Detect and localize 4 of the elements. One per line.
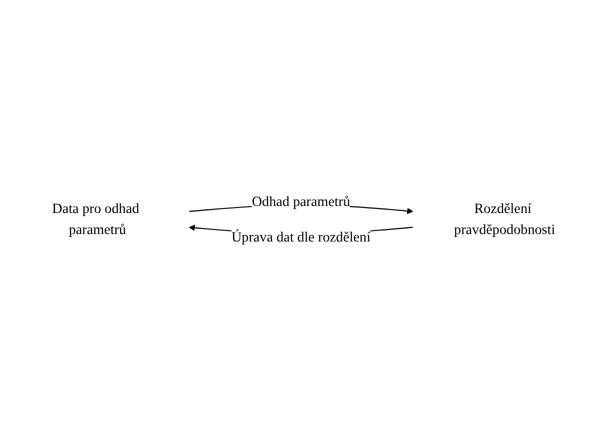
edge-label: Odhad parametrů [252,194,350,210]
node-text: Data pro odhad parametrů [52,201,140,238]
edge-label: Úprava dat dle rozdělení [231,229,371,245]
node-text: Rozdělení pravděpodobnosti [454,201,556,238]
